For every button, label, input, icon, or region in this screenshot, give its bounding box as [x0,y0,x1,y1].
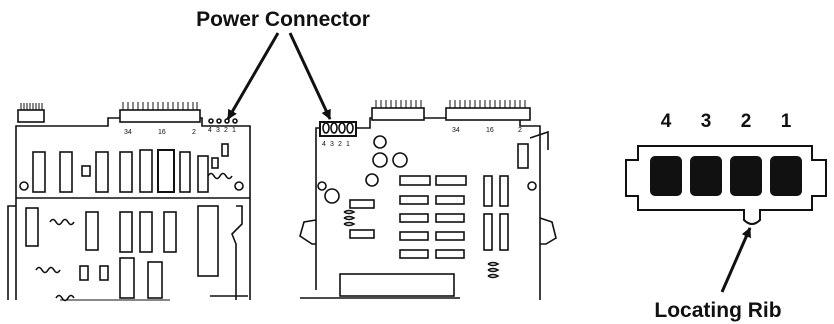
right-pin-label-2: 2 [338,141,342,148]
connector-pin-3 [690,156,722,196]
connector-pin-4 [650,156,682,196]
left-pin-label-4: 4 [208,127,212,134]
left-pin-label-3: 3 [216,127,220,134]
connector-pin-1 [770,156,802,196]
arrow-to-right-connector [288,32,332,120]
right-circuit-board [299,100,557,300]
connector-pin-2 [730,156,762,196]
right-header-label-16: 16 [486,127,494,134]
power-connector-title: Power Connector [196,8,370,31]
right-pin-label-4: 4 [322,141,326,148]
arrow-to-locating-rib [720,227,752,293]
connector-detail [625,145,827,225]
arrow-to-left-connector [226,32,280,120]
connector-pin-label-4: 4 [661,111,672,132]
connector-pin-label-3: 3 [701,111,712,132]
right-pin-label-1: 1 [346,141,350,148]
left-circuit-board [7,102,251,302]
left-header-label-34: 34 [124,129,132,136]
connector-pin-label-1: 1 [781,111,792,132]
right-pin-label-3: 3 [330,141,334,148]
right-header-label-34: 34 [452,127,460,134]
left-header-label-16: 16 [158,129,166,136]
left-header-label-2: 2 [192,129,196,136]
right-header-label-2: 2 [518,127,522,134]
connector-pin-label-2: 2 [741,111,752,132]
left-pin-label-1: 1 [232,127,236,134]
left-pin-label-2: 2 [224,127,228,134]
locating-rib-label: Locating Rib [654,299,781,322]
